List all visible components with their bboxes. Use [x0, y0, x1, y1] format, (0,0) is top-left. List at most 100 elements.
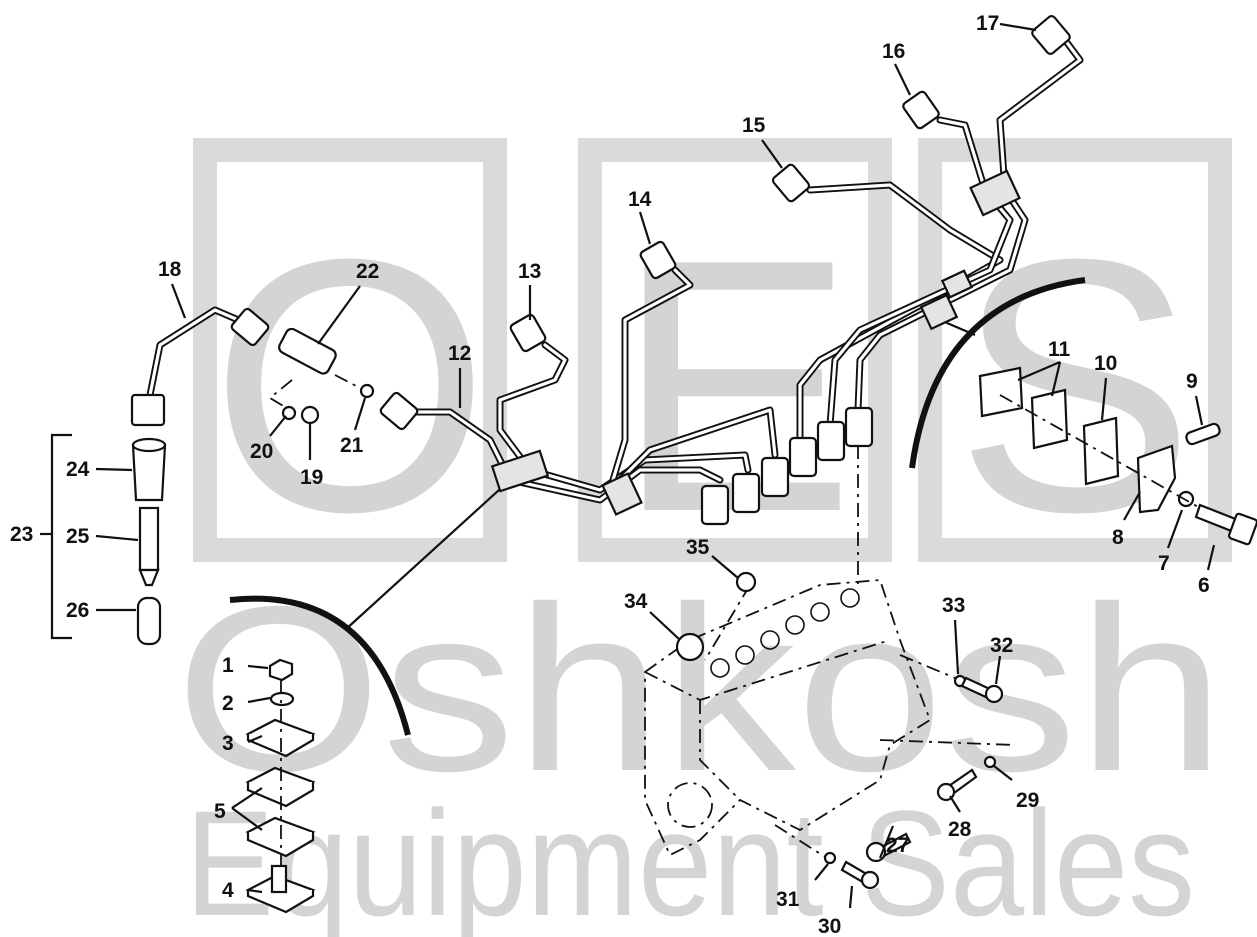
nozzle-25	[138, 506, 160, 572]
nut-19	[300, 405, 320, 425]
injection-pump	[644, 445, 1016, 890]
callout-34: 34	[624, 590, 648, 613]
nut-14	[639, 240, 677, 280]
tube-nuts	[230, 15, 1071, 431]
callout-8: 8	[1112, 526, 1124, 549]
left-detail-stack	[245, 658, 316, 914]
callout-27: 27	[886, 834, 909, 857]
nut-12	[379, 391, 419, 431]
detail-link-left	[344, 479, 511, 631]
tube-clamp-1	[490, 449, 550, 493]
o-ring-21	[359, 383, 375, 399]
callout-35: 35	[686, 536, 710, 559]
callout-4: 4	[222, 879, 234, 902]
leader-lines	[95, 22, 1216, 909]
leader-6	[1206, 544, 1216, 571]
callout-13: 13	[518, 260, 541, 283]
pump-outline	[644, 579, 932, 857]
watermark-box-3	[918, 138, 1232, 562]
callout-24: 24	[66, 458, 90, 481]
leader-25	[95, 534, 139, 542]
pump-outlet-nuts	[700, 406, 874, 526]
leader-30	[848, 885, 854, 909]
tube-clamp-4	[919, 293, 959, 331]
leader-5	[231, 787, 263, 831]
leader-35	[711, 555, 739, 579]
pump-drive-opening	[667, 782, 713, 828]
nut-18	[230, 307, 270, 347]
callout-26: 26	[66, 599, 89, 622]
leader-15	[761, 139, 783, 169]
washer-29	[983, 755, 997, 769]
callout-3: 3	[222, 732, 234, 755]
callout-33: 33	[942, 594, 965, 617]
callout-29: 29	[1016, 789, 1039, 812]
callout-16: 16	[882, 40, 905, 63]
callout-12: 12	[448, 342, 471, 365]
watermark-line-2: Equipment Sales	[185, 779, 1195, 937]
callout-30: 30	[818, 915, 841, 937]
leader-24	[95, 467, 133, 472]
leader-18	[170, 283, 187, 319]
fitting-centerline-2	[334, 374, 361, 389]
bracket-23	[50, 433, 72, 640]
watermark-letter-e: E	[615, 185, 855, 587]
leader-1	[247, 664, 269, 670]
callout-7: 7	[1158, 552, 1170, 575]
leader-3	[247, 734, 263, 744]
right-detail-stack	[978, 366, 1257, 546]
callout-19: 19	[300, 466, 323, 489]
callout-11: 11	[1048, 338, 1071, 361]
callout-2: 2	[222, 692, 234, 715]
pin-9	[1185, 422, 1221, 446]
watermark-letter-o: O	[210, 185, 490, 587]
leader-9	[1194, 395, 1204, 426]
detail-arc-left	[229, 595, 411, 736]
fitting-assembly	[268, 327, 375, 425]
callout-labels: 1 2 3 4 5 6 7 8 9 10 11 12 13 14 15 16 1…	[10, 12, 1210, 937]
callout-31: 31	[776, 888, 800, 911]
watermark-box-2	[578, 138, 892, 562]
detail-arc-right	[909, 277, 1086, 469]
leader-22	[317, 285, 361, 345]
callout-9: 9	[1186, 370, 1198, 393]
outlet-nut-3	[760, 456, 790, 498]
callout-18: 18	[158, 258, 182, 281]
nut-1	[268, 658, 294, 682]
washer-2	[269, 691, 295, 707]
callout-5: 5	[214, 800, 226, 823]
tube-clamp-3	[969, 169, 1021, 217]
pump-centerline-3	[899, 654, 961, 681]
leader-11	[1017, 360, 1062, 397]
plate-11-a	[978, 366, 1024, 418]
plate-10	[1082, 416, 1120, 486]
outlet-nut-2	[731, 472, 761, 514]
watermark-line-1: Oshkosh	[175, 557, 1225, 820]
nozzle-holder-24	[131, 443, 167, 502]
nozzle-holder-assembly	[40, 393, 167, 646]
washer-7	[1177, 490, 1195, 508]
callout-22: 22	[356, 260, 379, 283]
outlet-nut-1	[700, 484, 730, 526]
leader-32	[994, 655, 1002, 685]
callout-20: 20	[250, 440, 273, 463]
leader-21	[353, 397, 367, 431]
outlet-nut-5	[816, 420, 846, 462]
nozzle-nut	[130, 393, 166, 427]
leader-27	[878, 825, 895, 859]
nozzle-tip-26	[136, 596, 162, 646]
callout-25: 25	[66, 525, 90, 548]
callout-1: 1	[222, 654, 234, 677]
pump-centerline-5	[774, 824, 831, 861]
leader-34	[649, 611, 681, 641]
leader-8	[1123, 491, 1141, 521]
outlet-nut-4	[788, 436, 818, 478]
callout-21: 21	[340, 434, 364, 457]
leader-2	[247, 696, 271, 704]
leader-20	[269, 415, 287, 437]
fuel-injection-lines	[146, 36, 1084, 516]
callout-10: 10	[1094, 352, 1117, 375]
fitting-centerline-1	[268, 379, 293, 411]
leader-31	[814, 863, 829, 881]
